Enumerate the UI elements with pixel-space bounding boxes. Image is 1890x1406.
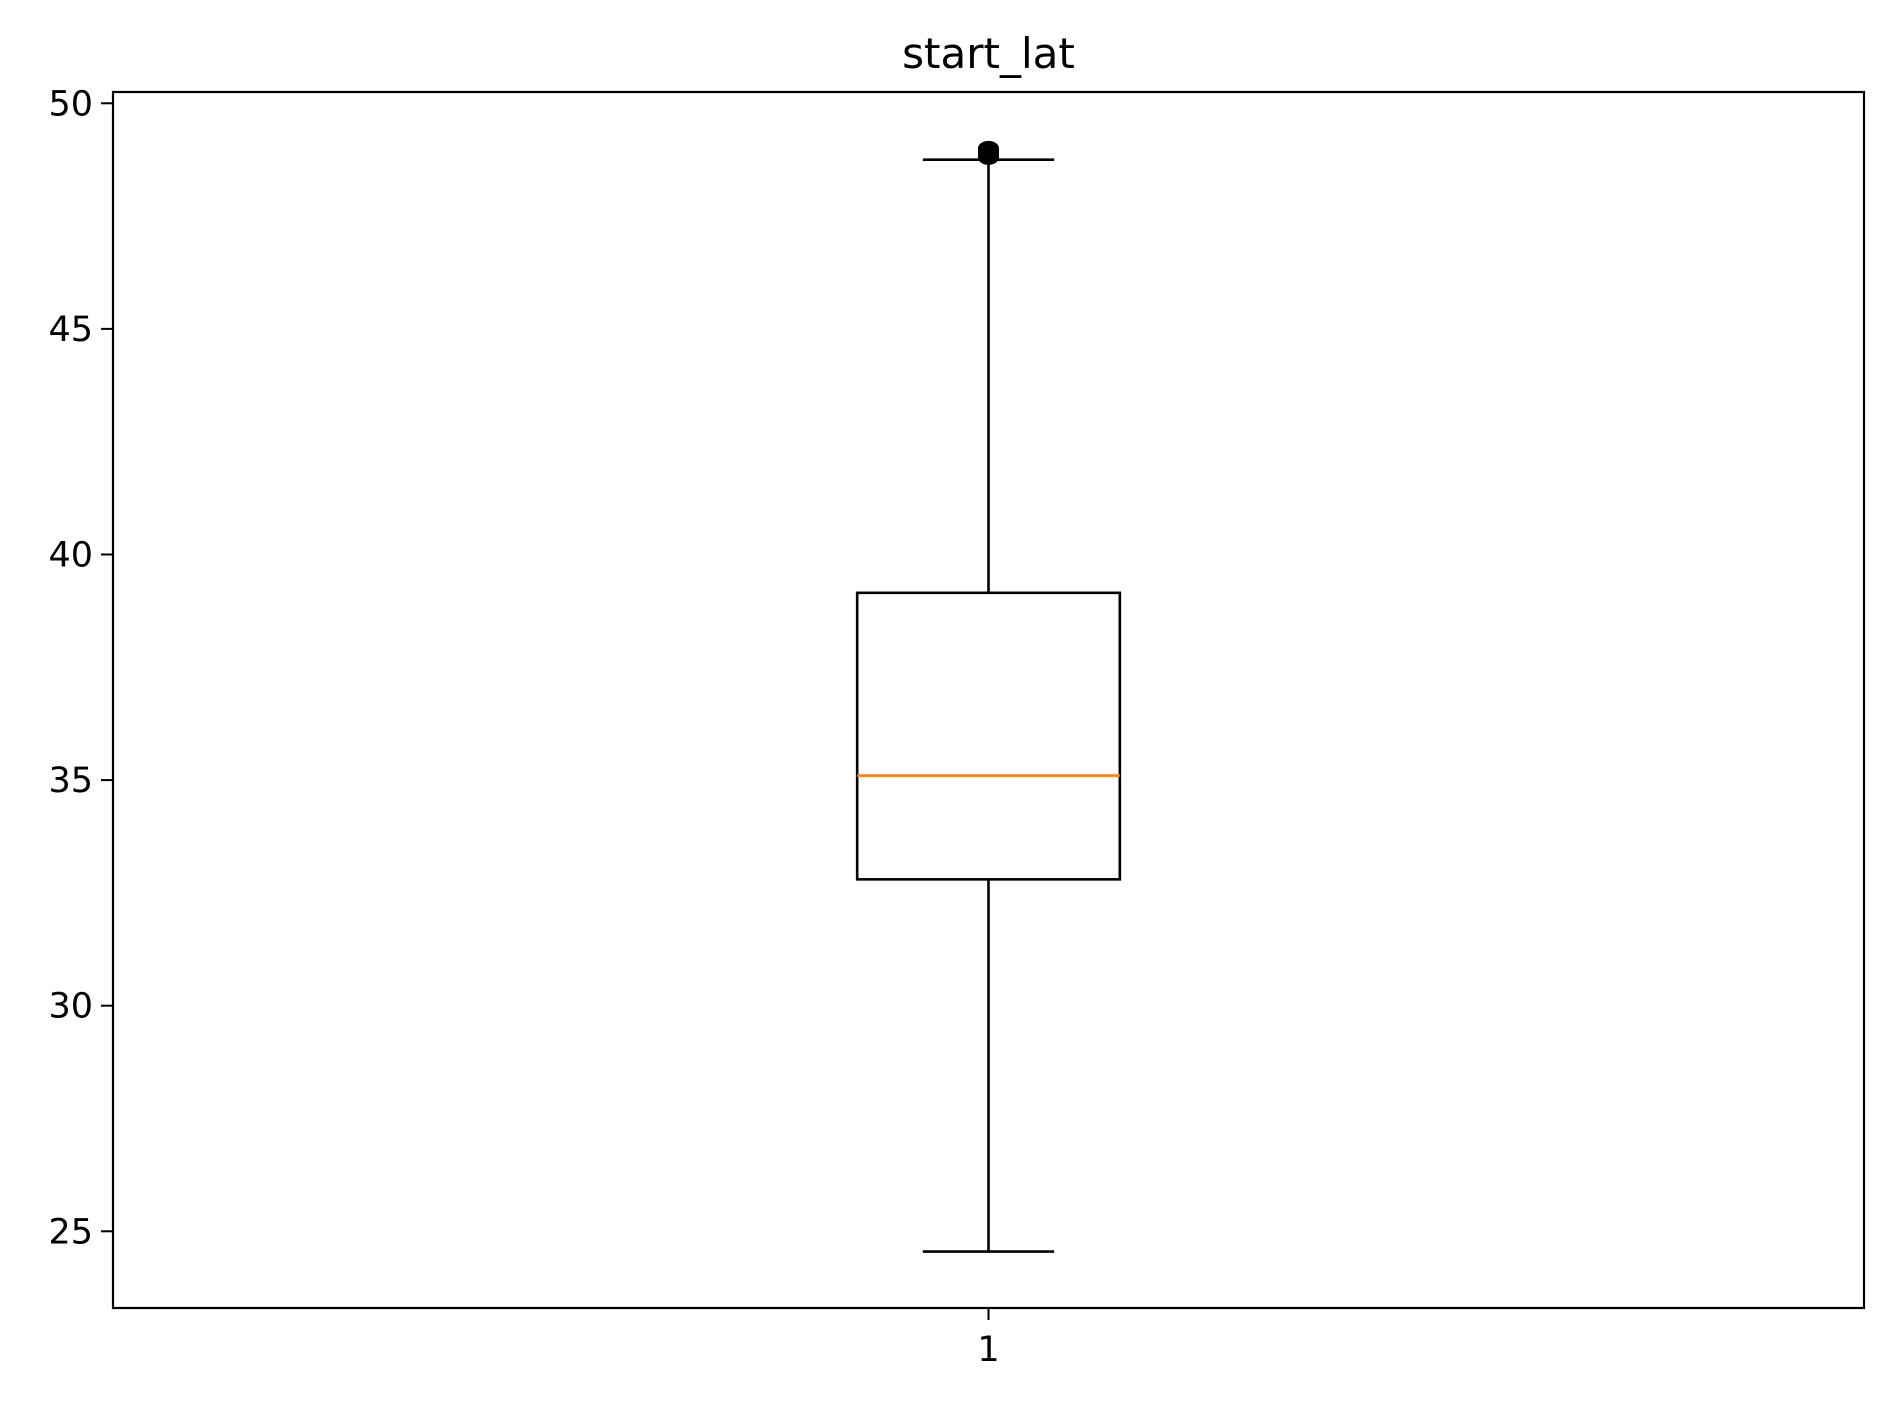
y-tick-label: 45 — [48, 310, 93, 350]
y-tick-label: 40 — [48, 535, 93, 575]
y-tick-label: 35 — [48, 761, 93, 801]
box-group — [855, 140, 1122, 1253]
plot-area-frame — [111, 90, 1866, 1310]
x-axis-ticks: 1 — [977, 1308, 1000, 1370]
outlier-point — [978, 140, 999, 156]
y-tick-label: 30 — [48, 987, 93, 1027]
y-axis-ticks: 25 30 35 40 45 50 — [48, 84, 113, 1252]
box-iqr — [855, 591, 1122, 881]
x-tick-label: 1 — [977, 1330, 999, 1370]
y-tick-label: 50 — [48, 84, 93, 124]
y-tick-label: 25 — [48, 1212, 93, 1252]
box-plot-series — [855, 140, 1122, 1253]
chart-title: start_lat — [902, 29, 1075, 78]
